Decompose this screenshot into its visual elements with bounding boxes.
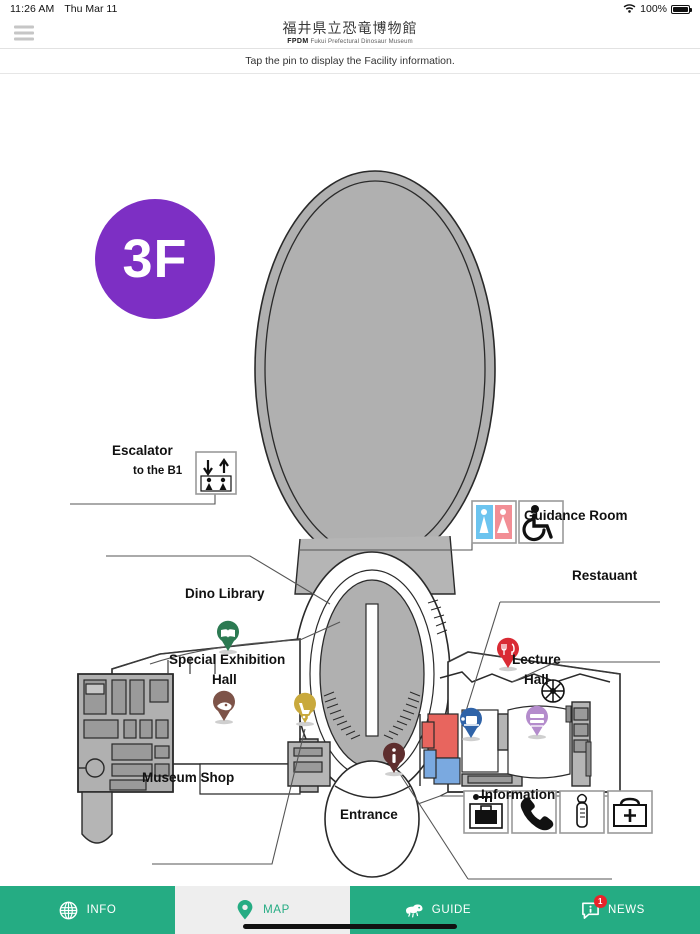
- battery-percent: 100%: [640, 3, 667, 15]
- wheelchair-icon: [518, 500, 564, 544]
- nav-item-guide[interactable]: GUIDE: [350, 886, 525, 934]
- first-aid-icon: [607, 790, 653, 834]
- map-label-lecture-hall-line2: Hall: [524, 672, 549, 687]
- floor-badge[interactable]: 3F: [95, 199, 215, 319]
- telephone-icon: [511, 790, 557, 834]
- nav-label-info: INFO: [86, 904, 117, 916]
- restroom-icon: [471, 500, 517, 544]
- home-indicator: [243, 924, 457, 929]
- locker-icon: [463, 790, 509, 834]
- hamburger-menu-icon[interactable]: [14, 25, 34, 41]
- lecture-hall-pin: [526, 705, 549, 740]
- bottom-navigation: INFO MAP GUIDE: [0, 886, 700, 934]
- app-header: 福井県立恐竜博物館 FPDM Fukui Prefectural Dinosau…: [0, 18, 700, 49]
- battery-full-icon: [671, 4, 692, 14]
- wifi-icon: [623, 3, 636, 16]
- map-label-escalator-sub: to the B1: [133, 465, 183, 477]
- elevator-icon: [195, 451, 237, 495]
- map-label-information: Information: [481, 787, 556, 802]
- brand-abbr: FPDM: [287, 37, 309, 45]
- map-label-special-exhibition: Special Exhibition: [169, 652, 286, 667]
- map-label-special-exhibition-line2: Hall: [212, 672, 237, 687]
- nav-label-guide: GUIDE: [431, 904, 472, 916]
- hint-text: Tap the pin to display the Facility info…: [245, 55, 455, 67]
- map-label-escalator: Escalator: [112, 443, 173, 458]
- museum-shop-pin: [294, 692, 317, 727]
- nav-label-map: MAP: [263, 904, 290, 916]
- nursing-icon: [559, 790, 605, 834]
- news-badge: 1: [594, 895, 608, 908]
- dinosaur-icon: [404, 900, 424, 920]
- information-pin: [383, 742, 406, 777]
- map-label-dino-library: Dino Library: [185, 586, 265, 601]
- museum-brand: 福井県立恐竜博物館 FPDM Fukui Prefectural Dinosau…: [283, 22, 418, 45]
- status-right-group: 100%: [623, 3, 692, 16]
- map-label-restaurant: Restauant: [572, 568, 638, 583]
- map-label-entrance: Entrance: [340, 807, 398, 822]
- special-exhibition-pin: [213, 690, 235, 725]
- floor-plan-svg: .gf{fill:#b0b0b0;stroke:#2a2a2a;stroke-w…: [70, 170, 660, 880]
- globe-icon: [59, 900, 79, 920]
- nav-item-news[interactable]: 1 NEWS: [525, 886, 700, 934]
- nav-label-news: NEWS: [608, 904, 645, 916]
- brand-subtitle: FPDM Fukui Prefectural Dinosaur Museum: [283, 38, 418, 45]
- dino-library-pin: [217, 620, 239, 655]
- speech-bubble-icon: 1: [580, 895, 608, 920]
- map-label-museum-shop: Museum Shop: [142, 770, 235, 785]
- restaurant-pin: [497, 637, 519, 672]
- floor-map-canvas[interactable]: .gf{fill:#b0b0b0;stroke:#2a2a2a;stroke-w…: [0, 74, 700, 886]
- page-title: 福井県立恐竜博物館: [282, 20, 418, 37]
- status-time: 11:26 AM: [10, 3, 55, 15]
- guidance-room-pin: [460, 707, 483, 742]
- hint-bar: Tap the pin to display the Facility info…: [0, 49, 700, 74]
- map-label-guidance-room: Guidance Room: [524, 508, 628, 523]
- map-label-lecture-hall: Lecture: [512, 652, 561, 667]
- status-date: Thu Mar 11: [64, 3, 118, 15]
- map-pin-icon: [235, 900, 255, 920]
- nav-item-info[interactable]: INFO: [0, 886, 175, 934]
- brand-english: Fukui Prefectural Dinosaur Museum: [310, 38, 413, 45]
- status-bar: 11:26 AM Thu Mar 11 100%: [0, 0, 700, 18]
